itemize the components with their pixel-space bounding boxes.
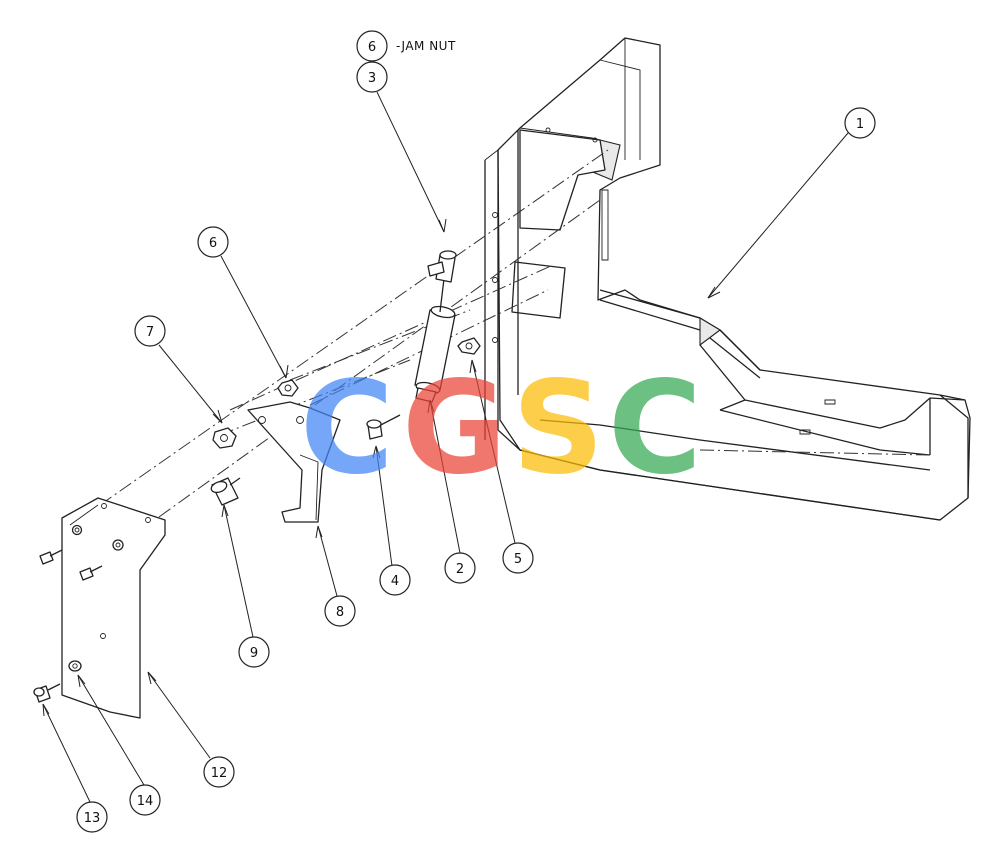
callout-8: 8: [324, 595, 356, 627]
callout-14: 14: [129, 784, 161, 816]
callout-6-jam-nut-label: 6: [368, 40, 376, 55]
part-5-nut: [457, 337, 481, 355]
callout-12-label: 12: [211, 766, 228, 781]
callout-8-label: 8: [336, 605, 344, 620]
callout-2: 2: [444, 552, 476, 584]
callout-6-jam-nut: 6 -JAM NUT: [356, 30, 456, 62]
part-9-pin: [210, 477, 241, 506]
watermark: C G S C: [300, 354, 702, 503]
watermark-letter-s: S: [512, 354, 604, 503]
part-14-washer: [68, 660, 82, 672]
watermark-letter-c2: C: [608, 354, 702, 503]
part-4-bolt: [366, 414, 401, 440]
callout-5: 5: [502, 542, 534, 574]
jam-nut-note: -JAM NUT: [396, 39, 456, 53]
callout-2-label: 2: [456, 562, 464, 577]
part-3-rod-end: [427, 250, 457, 313]
part-8-bracket: [247, 401, 341, 523]
callout-1: 1: [844, 107, 876, 139]
watermark-letter-c1: C: [300, 354, 394, 503]
callout-6: 6: [197, 226, 229, 258]
callout-7: 7: [134, 315, 166, 347]
watermark-letter-g: G: [402, 354, 507, 503]
part-12-cover-plate: [39, 497, 166, 719]
callout-4-label: 4: [391, 574, 399, 589]
leader-lines: [42, 91, 849, 803]
callout-7-label: 7: [146, 325, 154, 340]
part-7-nut: [212, 427, 237, 449]
callout-13-label: 13: [84, 811, 101, 826]
callout-12: 12: [203, 756, 235, 788]
callout-6-label: 6: [209, 236, 217, 251]
callout-9-label: 9: [250, 646, 258, 661]
callout-5-label: 5: [514, 552, 522, 567]
callout-13: 13: [76, 801, 108, 833]
part-13-screw: [33, 683, 61, 703]
callout-14-label: 14: [137, 794, 154, 809]
part-6-jam-nut: [277, 379, 299, 397]
callout-1-label: 1: [856, 117, 864, 132]
callout-3-label: 3: [368, 71, 376, 86]
part-2-cylinder: [414, 305, 456, 403]
callout-9: 9: [238, 636, 270, 668]
callout-4: 4: [379, 564, 411, 596]
callout-3: 3: [356, 61, 388, 93]
part-1-frame: [484, 37, 971, 521]
